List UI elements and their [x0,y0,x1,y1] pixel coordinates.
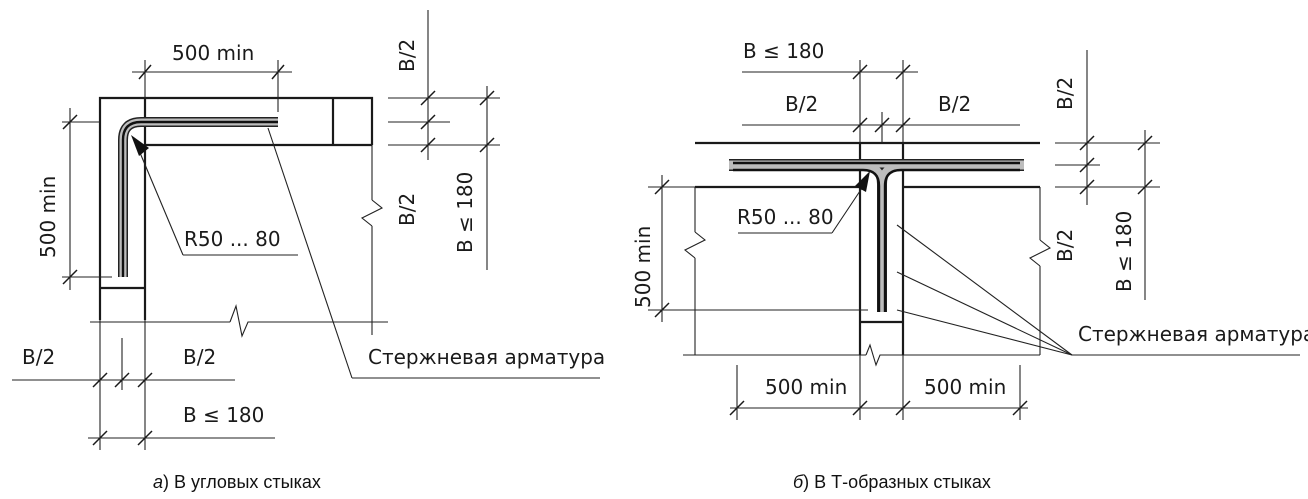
t-wall-outline [683,141,1052,420]
t-rebar-leaders [896,224,1300,356]
t-radius-label: R50 ... 80 [737,205,834,229]
corner-bottom-total: B ≤ 180 [183,403,264,427]
t-caption-text: ) В Т-образных стыках [803,472,991,492]
corner-caption: а) В угловых стыках [153,472,321,492]
t-right-total: B ≤ 180 [1112,211,1136,292]
corner-bottom-half-right: B/2 [183,345,216,369]
t-top-half-left: B/2 [785,92,818,116]
t-bottom-dimension [729,365,1028,420]
corner-caption-text: ) В угловых стыках [163,472,321,492]
corner-radius-label: R50 ... 80 [184,227,281,251]
t-caption: б) В Т-образных стыках [793,472,991,492]
corner-side-dim-label: 500 min [36,176,60,258]
t-side-dim-label: 500 min [631,226,655,308]
corner-bottom-half-left: B/2 [22,345,55,369]
t-top-total: B ≤ 180 [743,39,824,63]
t-top-half-right: B/2 [938,92,971,116]
t-top-dimension [742,60,1020,143]
t-right-half-bottom: B/2 [1053,229,1077,262]
t-joint-drawing: R50 ... 80 Стержневая арматура B ≤ 180 B… [631,39,1308,492]
t-bottom-dim-right: 500 min [924,375,1006,399]
t-radius-arrow [738,171,870,234]
t-side-dimension [648,175,868,322]
corner-bottom-dimension [12,372,275,446]
t-bottom-dim-left: 500 min [765,375,847,399]
corner-top-dim-label: 500 min [172,41,254,65]
t-caption-letter: б [793,472,804,492]
corner-right-dimension [388,10,500,270]
corner-rebar-leader [267,127,600,379]
t-right-dimension [1055,50,1160,300]
corner-caption-letter: а [153,472,163,492]
corner-rebar-label: Стержневая арматура [368,345,605,369]
corner-rebar [118,117,278,277]
t-right-half-top: B/2 [1053,77,1077,110]
t-rebar-label: Стержневая арматура [1078,322,1308,346]
corner-joint-drawing: R50 ... 80 Стержневая арматура 500 min 5… [12,10,605,492]
corner-top-dimension [132,60,292,112]
corner-right-total: B ≤ 180 [453,172,477,253]
corner-side-dimension [62,108,112,290]
t-rebar [729,159,1024,312]
corner-radius-arrow [131,135,298,256]
corner-right-half-bottom: B/2 [395,193,419,226]
corner-wall-outline [90,96,388,450]
corner-right-half-top: B/2 [395,39,419,72]
